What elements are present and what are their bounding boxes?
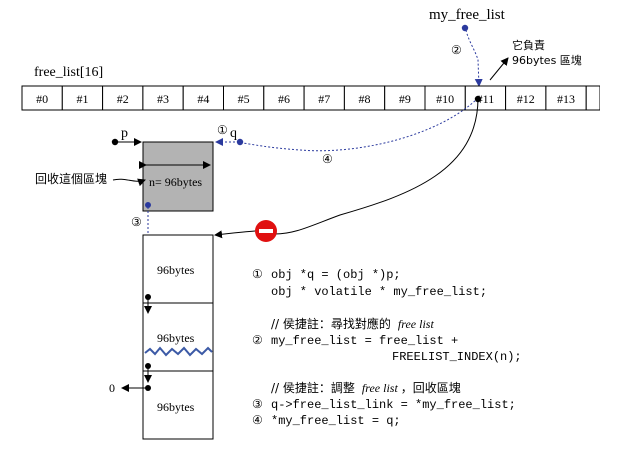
- my-free-list-dot: [461, 24, 469, 32]
- slot-cell: [585, 85, 601, 111]
- slot-label: #13: [557, 92, 575, 106]
- code-num-3: ③: [252, 397, 263, 411]
- slot-cell: [505, 85, 547, 111]
- code-comment-1: // 侯捷註：尋找對應的 free list: [271, 316, 434, 331]
- array-label: free_list[16]: [34, 65, 103, 80]
- old-head-link-tail: [214, 230, 256, 239]
- link-dot-3: [145, 385, 151, 391]
- code-line-2: obj * volatile * my_free_list;: [271, 285, 487, 299]
- slot-label: #3: [157, 92, 169, 106]
- marker-2-top: ②: [451, 43, 462, 57]
- slot-label: #9: [399, 92, 411, 106]
- free-list-chain: [142, 234, 214, 440]
- broken-link-icon: [255, 220, 277, 242]
- recycle-label-arrow: [112, 178, 146, 187]
- slot-label: #5: [238, 92, 250, 106]
- link-dot: [145, 202, 151, 208]
- marker-1-q: ①: [217, 123, 228, 137]
- code-line-4: FREELIST_INDEX(n);: [392, 350, 522, 364]
- code-line-1: obj *q = (obj *)p;: [271, 268, 401, 282]
- slot-cell: [384, 85, 426, 111]
- slot-cell: [102, 85, 144, 111]
- slot-cell: [223, 85, 265, 111]
- code-line-3: my_free_list = free_list +: [271, 334, 458, 348]
- marker-4-diagram: ④: [322, 152, 333, 166]
- slot-label: #10: [436, 92, 454, 106]
- new-head-link: [242, 97, 479, 152]
- slot-note-line1: 它負責: [512, 38, 545, 52]
- block-2-zigzag: [144, 346, 213, 357]
- slot-label: #1: [76, 92, 88, 106]
- slot-cell: [61, 85, 104, 111]
- slot-label: #8: [359, 92, 371, 106]
- recycle-label: 回收這個區塊: [35, 171, 107, 186]
- code-num-4: ④: [252, 413, 263, 427]
- link-dot-2: [145, 363, 151, 369]
- slot-label: #7: [318, 92, 330, 106]
- slot-cell: [343, 85, 386, 111]
- slot-11-dot: [474, 95, 482, 103]
- code-num-2: ②: [252, 333, 263, 347]
- block-size-label: n= 96bytes: [149, 175, 202, 189]
- code-line-6: *my_free_list = q;: [271, 414, 401, 428]
- code-num-1: ①: [252, 267, 263, 281]
- code-comment-2: // 侯捷註：調整 free list ，回收區塊: [271, 380, 461, 395]
- slot-label: #12: [517, 92, 535, 106]
- slot-note-arrow: [489, 57, 509, 81]
- q-pointer-dot: [236, 138, 244, 146]
- slot-note-line2: 96bytes 區塊: [512, 54, 582, 67]
- my-free-list-pointer-arrow: [465, 29, 483, 87]
- my-free-list-label: my_free_list: [429, 7, 506, 23]
- slot-cell: [182, 85, 224, 111]
- slot-label: #4: [197, 92, 209, 106]
- slot-cell: [263, 85, 305, 111]
- p-pointer-dot: [111, 138, 119, 146]
- slot-cell: [464, 85, 507, 111]
- slot-label: #0: [36, 92, 48, 106]
- free-list-array: #0#1#2#3#4#5#6#7#8#9#10#11#12#13#: [21, 84, 644, 112]
- code-listing: ① obj *q = (obj *)p; obj * volatile * my…: [252, 267, 522, 428]
- link-dot-1: [145, 294, 151, 300]
- slot-label: #6: [278, 92, 290, 106]
- slot-cell: [21, 85, 63, 111]
- p-label: p: [121, 126, 128, 141]
- slot-cell: [303, 85, 345, 111]
- recycled-block: [142, 141, 214, 212]
- list-block-1: 96bytes: [157, 263, 195, 277]
- slot-cell: [545, 85, 587, 111]
- list-block-3: 96bytes: [157, 400, 195, 414]
- list-block-2: 96bytes: [157, 331, 195, 345]
- code-line-5: q->free_list_link = *my_free_list;: [271, 398, 516, 412]
- array-edge-mask: [600, 84, 644, 112]
- q-label: q: [230, 126, 237, 141]
- slot-label: #11: [477, 92, 495, 106]
- slot-label: #2: [117, 92, 129, 106]
- null-label: 0: [109, 381, 115, 395]
- marker-3-diagram: ③: [131, 215, 142, 229]
- old-head-link: [274, 97, 479, 235]
